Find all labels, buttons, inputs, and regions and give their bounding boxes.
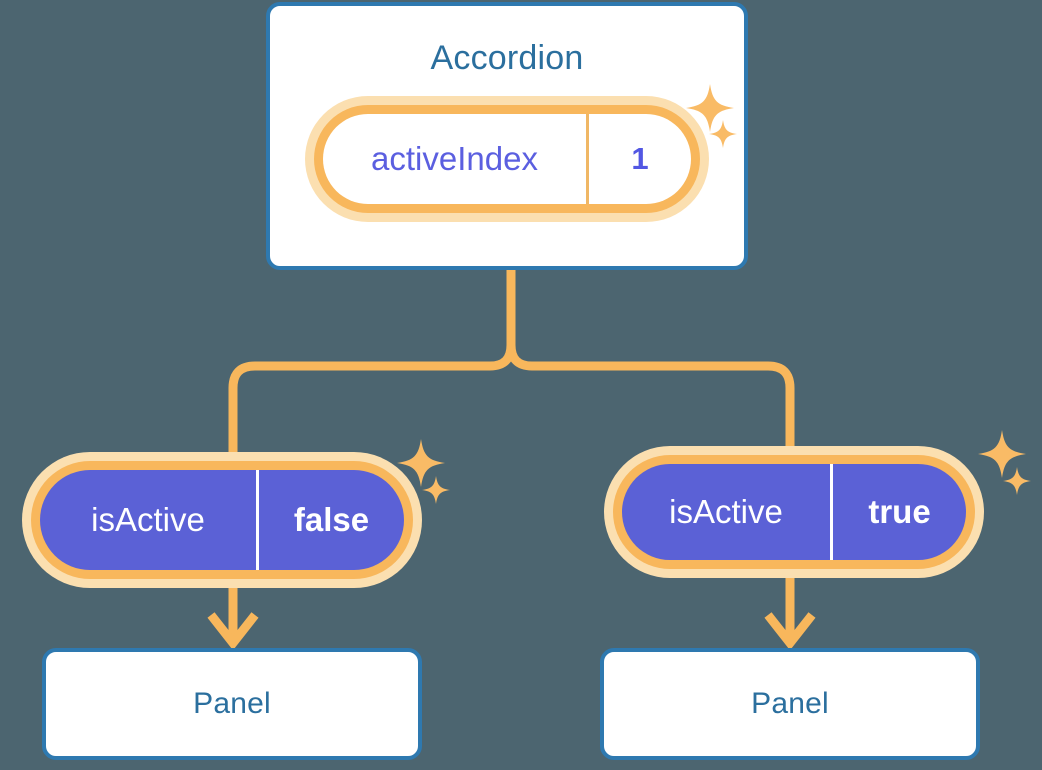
state-value-active-index: 1 xyxy=(631,141,649,176)
state-pill-divider xyxy=(830,464,833,560)
sparkle-small-left-icon xyxy=(422,476,450,504)
component-box-panel-right[interactable]: Panel xyxy=(600,648,980,760)
arrow-head-right-icon xyxy=(764,612,816,651)
state-pill-is-active-left[interactable]: isActive false xyxy=(22,452,422,588)
state-key-active-index: activeIndex xyxy=(371,140,538,177)
state-pill-divider xyxy=(586,114,589,204)
connector-split-left xyxy=(228,340,516,461)
state-key-is-active-left: isActive xyxy=(91,501,205,538)
component-title-panel-right: Panel xyxy=(751,687,829,720)
sparkle-small-right-icon xyxy=(1003,467,1031,495)
component-box-panel-left[interactable]: Panel xyxy=(42,648,422,760)
component-title-accordion: Accordion xyxy=(430,39,584,77)
state-key-is-active-right: isActive xyxy=(669,493,783,530)
state-pill-divider xyxy=(256,470,259,570)
sparkle-large-right-icon xyxy=(978,430,1026,478)
state-pill-inner: activeIndex 1 xyxy=(323,114,691,204)
state-pill-inner: isActive true xyxy=(622,464,966,560)
state-value-is-active-left: false xyxy=(293,501,370,538)
component-title-panel-left: Panel xyxy=(193,687,271,720)
state-pill-is-active-right[interactable]: isActive true xyxy=(604,446,984,578)
arrow-head-left-icon xyxy=(207,612,259,651)
connector-split-right xyxy=(506,340,795,457)
state-pill-active-index[interactable]: activeIndex 1 xyxy=(305,96,709,222)
state-value-is-active-right: true xyxy=(868,493,931,530)
state-pill-inner: isActive false xyxy=(40,470,404,570)
